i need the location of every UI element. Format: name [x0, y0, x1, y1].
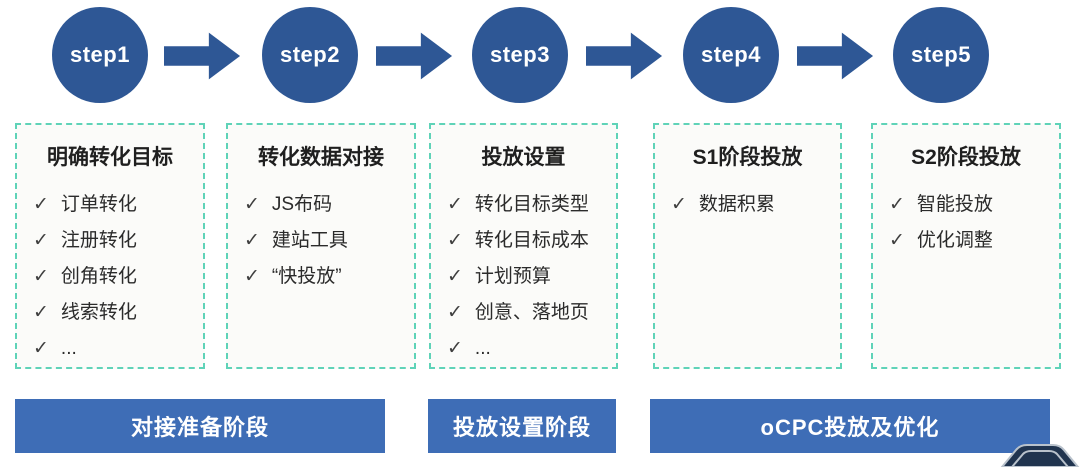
checkmark-icon: ✓ [33, 230, 49, 251]
checklist-item: ✓ 转化目标成本 [447, 223, 608, 259]
right-arrow-icon [376, 32, 453, 80]
checklist-item-label: 创角转化 [60, 266, 137, 287]
checklist-item: ✓ JS布码 [244, 187, 406, 223]
checklist-item: ✓ 订单转化 [33, 187, 195, 223]
corner-logo-inner [1011, 450, 1069, 467]
step3-detail-box: 投放设置 ✓ 转化目标类型 ✓ 转化目标成本 ✓ 计划预算 ✓ 创意、落地页 ✓... [429, 123, 618, 369]
checkmark-icon: ✓ [33, 338, 49, 359]
box-title: S2阶段投放 [911, 146, 1021, 169]
checklist: ✓ 订单转化 ✓ 注册转化 ✓ 创角转化 ✓ 线索转化 ✓... [17, 187, 203, 367]
right-arrow-shape [797, 32, 874, 80]
step-circle-1: step1 [52, 7, 148, 103]
box-title: 明确转化目标 [47, 146, 173, 169]
checkmark-icon: ✓ [447, 266, 463, 287]
checklist-item: ✓ 转化目标类型 [447, 187, 608, 223]
checkmark-icon: ✓ [889, 230, 905, 251]
phase-banner-label: 对接准备阶段 [130, 415, 269, 440]
step-label: step1 [70, 42, 130, 67]
checklist-item: ✓ 优化调整 [889, 223, 1051, 259]
checklist-item-label: 建站工具 [271, 230, 348, 251]
step-label: step5 [911, 42, 971, 67]
checklist-item: ✓ 智能投放 [889, 187, 1051, 223]
checklist-item-label: “快投放” [271, 266, 342, 287]
checkmark-icon: ✓ [447, 194, 463, 215]
checkmark-icon: ✓ [447, 302, 463, 323]
step-circle-3: step3 [472, 7, 568, 103]
box-title: 转化数据对接 [258, 146, 384, 169]
checklist-item: ✓ 创角转化 [33, 259, 195, 295]
checkmark-icon: ✓ [244, 194, 260, 215]
checklist-item: ✓... [33, 331, 195, 367]
step1-detail-box: 明确转化目标 ✓ 订单转化 ✓ 注册转化 ✓ 创角转化 ✓ 线索转化 ✓... [15, 123, 205, 369]
checkmark-icon: ✓ [889, 194, 905, 215]
checkmark-icon: ✓ [33, 266, 49, 287]
step2-detail-box: 转化数据对接 ✓ JS布码 ✓ 建站工具 ✓ “快投放” [226, 123, 416, 369]
checklist-item: ✓... [447, 331, 608, 367]
phase-banner-setup: 投放设置阶段 [428, 399, 616, 453]
phase-banner-preparation: 对接准备阶段 [15, 399, 385, 453]
right-arrow-icon [164, 32, 241, 80]
checklist-item-label: 智能投放 [916, 194, 993, 215]
right-arrow-icon [797, 32, 874, 80]
checkmark-icon: ✓ [33, 194, 49, 215]
checklist-item: ✓ 创意、落地页 [447, 295, 608, 331]
right-arrow-shape [586, 32, 663, 80]
checklist-item-label: 计划预算 [474, 266, 551, 287]
checklist: ✓ 智能投放 ✓ 优化调整 [873, 187, 1059, 259]
checklist-item-label: 线索转化 [60, 302, 137, 323]
checklist-item-label: 转化目标类型 [474, 194, 589, 215]
checkmark-icon: ✓ [447, 338, 463, 359]
checklist-item: ✓ 线索转化 [33, 295, 195, 331]
checklist-item: ✓ 注册转化 [33, 223, 195, 259]
right-arrow-icon [586, 32, 663, 80]
box-title: 投放设置 [481, 146, 566, 169]
checklist-item-label: ... [474, 338, 491, 359]
corner-logo-outer [1000, 444, 1080, 467]
checklist-item-label: 创意、落地页 [474, 302, 589, 323]
checklist-item-label: 转化目标成本 [474, 230, 589, 251]
checklist-item-label: 优化调整 [916, 230, 993, 251]
step-label: step3 [490, 42, 550, 67]
step-circle-2: step2 [262, 7, 358, 103]
checkmark-icon: ✓ [244, 230, 260, 251]
checklist: ✓ 数据积累 [655, 187, 840, 223]
checkmark-icon: ✓ [244, 266, 260, 287]
checklist: ✓ JS布码 ✓ 建站工具 ✓ “快投放” [228, 187, 414, 295]
step4-detail-box: S1阶段投放 ✓ 数据积累 [653, 123, 842, 369]
checkmark-icon: ✓ [671, 194, 687, 215]
checklist-item: ✓ 建站工具 [244, 223, 406, 259]
checklist-item: ✓ 计划预算 [447, 259, 608, 295]
checklist-item-label: JS布码 [271, 194, 333, 215]
phase-banner-label: oCPC投放及优化 [760, 415, 940, 440]
step-label: step2 [280, 42, 340, 67]
corner-logo-shape [1000, 444, 1080, 467]
step-label: step4 [701, 42, 761, 67]
checklist-item: ✓ 数据积累 [671, 187, 832, 223]
step-circle-4: step4 [683, 7, 779, 103]
box-title: S1阶段投放 [692, 146, 803, 169]
right-arrow-shape [164, 32, 241, 80]
checklist-item-label: 数据积累 [698, 194, 775, 215]
right-arrow-shape [376, 32, 453, 80]
checkmark-icon: ✓ [33, 302, 49, 323]
step5-detail-box: S2阶段投放 ✓ 智能投放 ✓ 优化调整 [871, 123, 1061, 369]
checkmark-icon: ✓ [447, 230, 463, 251]
checklist-item-label: ... [60, 338, 77, 359]
checklist: ✓ 转化目标类型 ✓ 转化目标成本 ✓ 计划预算 ✓ 创意、落地页 ✓... [431, 187, 616, 367]
checklist-item-label: 注册转化 [60, 230, 137, 251]
checklist-item: ✓ “快投放” [244, 259, 406, 295]
checklist-item-label: 订单转化 [60, 194, 137, 215]
step-circle-5: step5 [893, 7, 989, 103]
phase-banner-label: 投放设置阶段 [452, 415, 591, 440]
phase-banner-ocpc: oCPC投放及优化 [650, 399, 1050, 453]
